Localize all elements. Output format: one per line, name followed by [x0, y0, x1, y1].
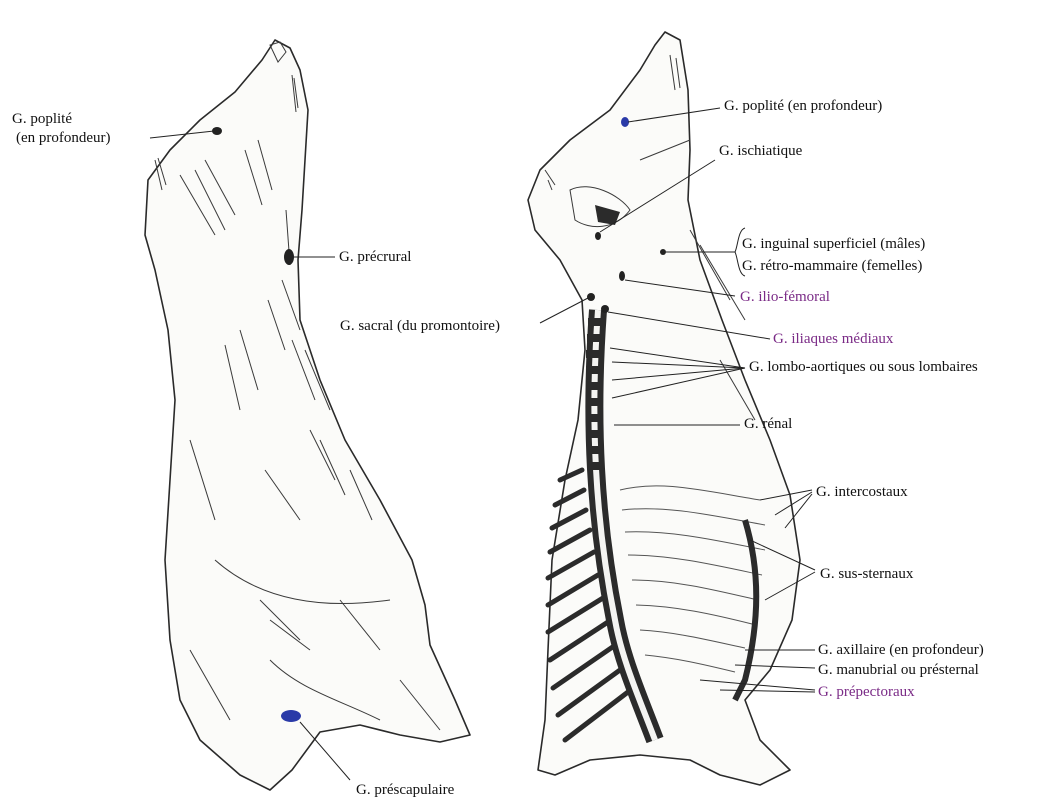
- left-carcass-outline: [145, 40, 470, 790]
- label-right-poplite: G. poplité (en profondeur): [724, 98, 882, 115]
- label-right-ilio-femoral: G. ilio-fémoral: [740, 289, 830, 306]
- label-right-intercostaux: G. intercostaux: [816, 484, 908, 501]
- left-prescapulaire-node: [281, 710, 301, 722]
- label-left-poplite-sub: (en profondeur): [16, 130, 111, 147]
- label-right-lombo-aortiques: G. lombo-aortiques ou sous lombaires: [749, 359, 978, 376]
- label-right-prepectoraux: G. prépectoraux: [818, 684, 915, 701]
- label-left-poplite: G. poplité: [12, 111, 72, 128]
- label-right-ischiatique: G. ischiatique: [719, 143, 802, 160]
- right-iliaques-node: [601, 305, 609, 313]
- left-precrural-node: [284, 249, 294, 265]
- right-sacral-node: [587, 293, 595, 301]
- right-poplite-node: [621, 117, 629, 127]
- label-left-precrural: G. précrural: [339, 249, 411, 266]
- label-left-prescapulaire: G. préscapulaire: [356, 782, 454, 799]
- right-ischiatique-node: [595, 232, 601, 240]
- label-left-sacral: G. sacral (du promontoire): [340, 318, 500, 335]
- label-right-inguinal: G. inguinal superficiel (mâles): [742, 236, 925, 253]
- label-right-sus-sternaux: G. sus-sternaux: [820, 566, 913, 583]
- label-right-renal: G. rénal: [744, 416, 792, 433]
- label-right-retro-mammaire: G. rétro-mammaire (femelles): [742, 258, 922, 275]
- label-right-axillaire: G. axillaire (en profondeur): [818, 642, 984, 659]
- left-carcass: [145, 40, 470, 790]
- right-inguinal-node: [660, 249, 666, 255]
- right-ilio-femoral-node: [619, 271, 625, 281]
- label-right-iliaques-mediaux: G. iliaques médiaux: [773, 331, 893, 348]
- label-right-manubrial: G. manubrial ou présternal: [818, 662, 979, 679]
